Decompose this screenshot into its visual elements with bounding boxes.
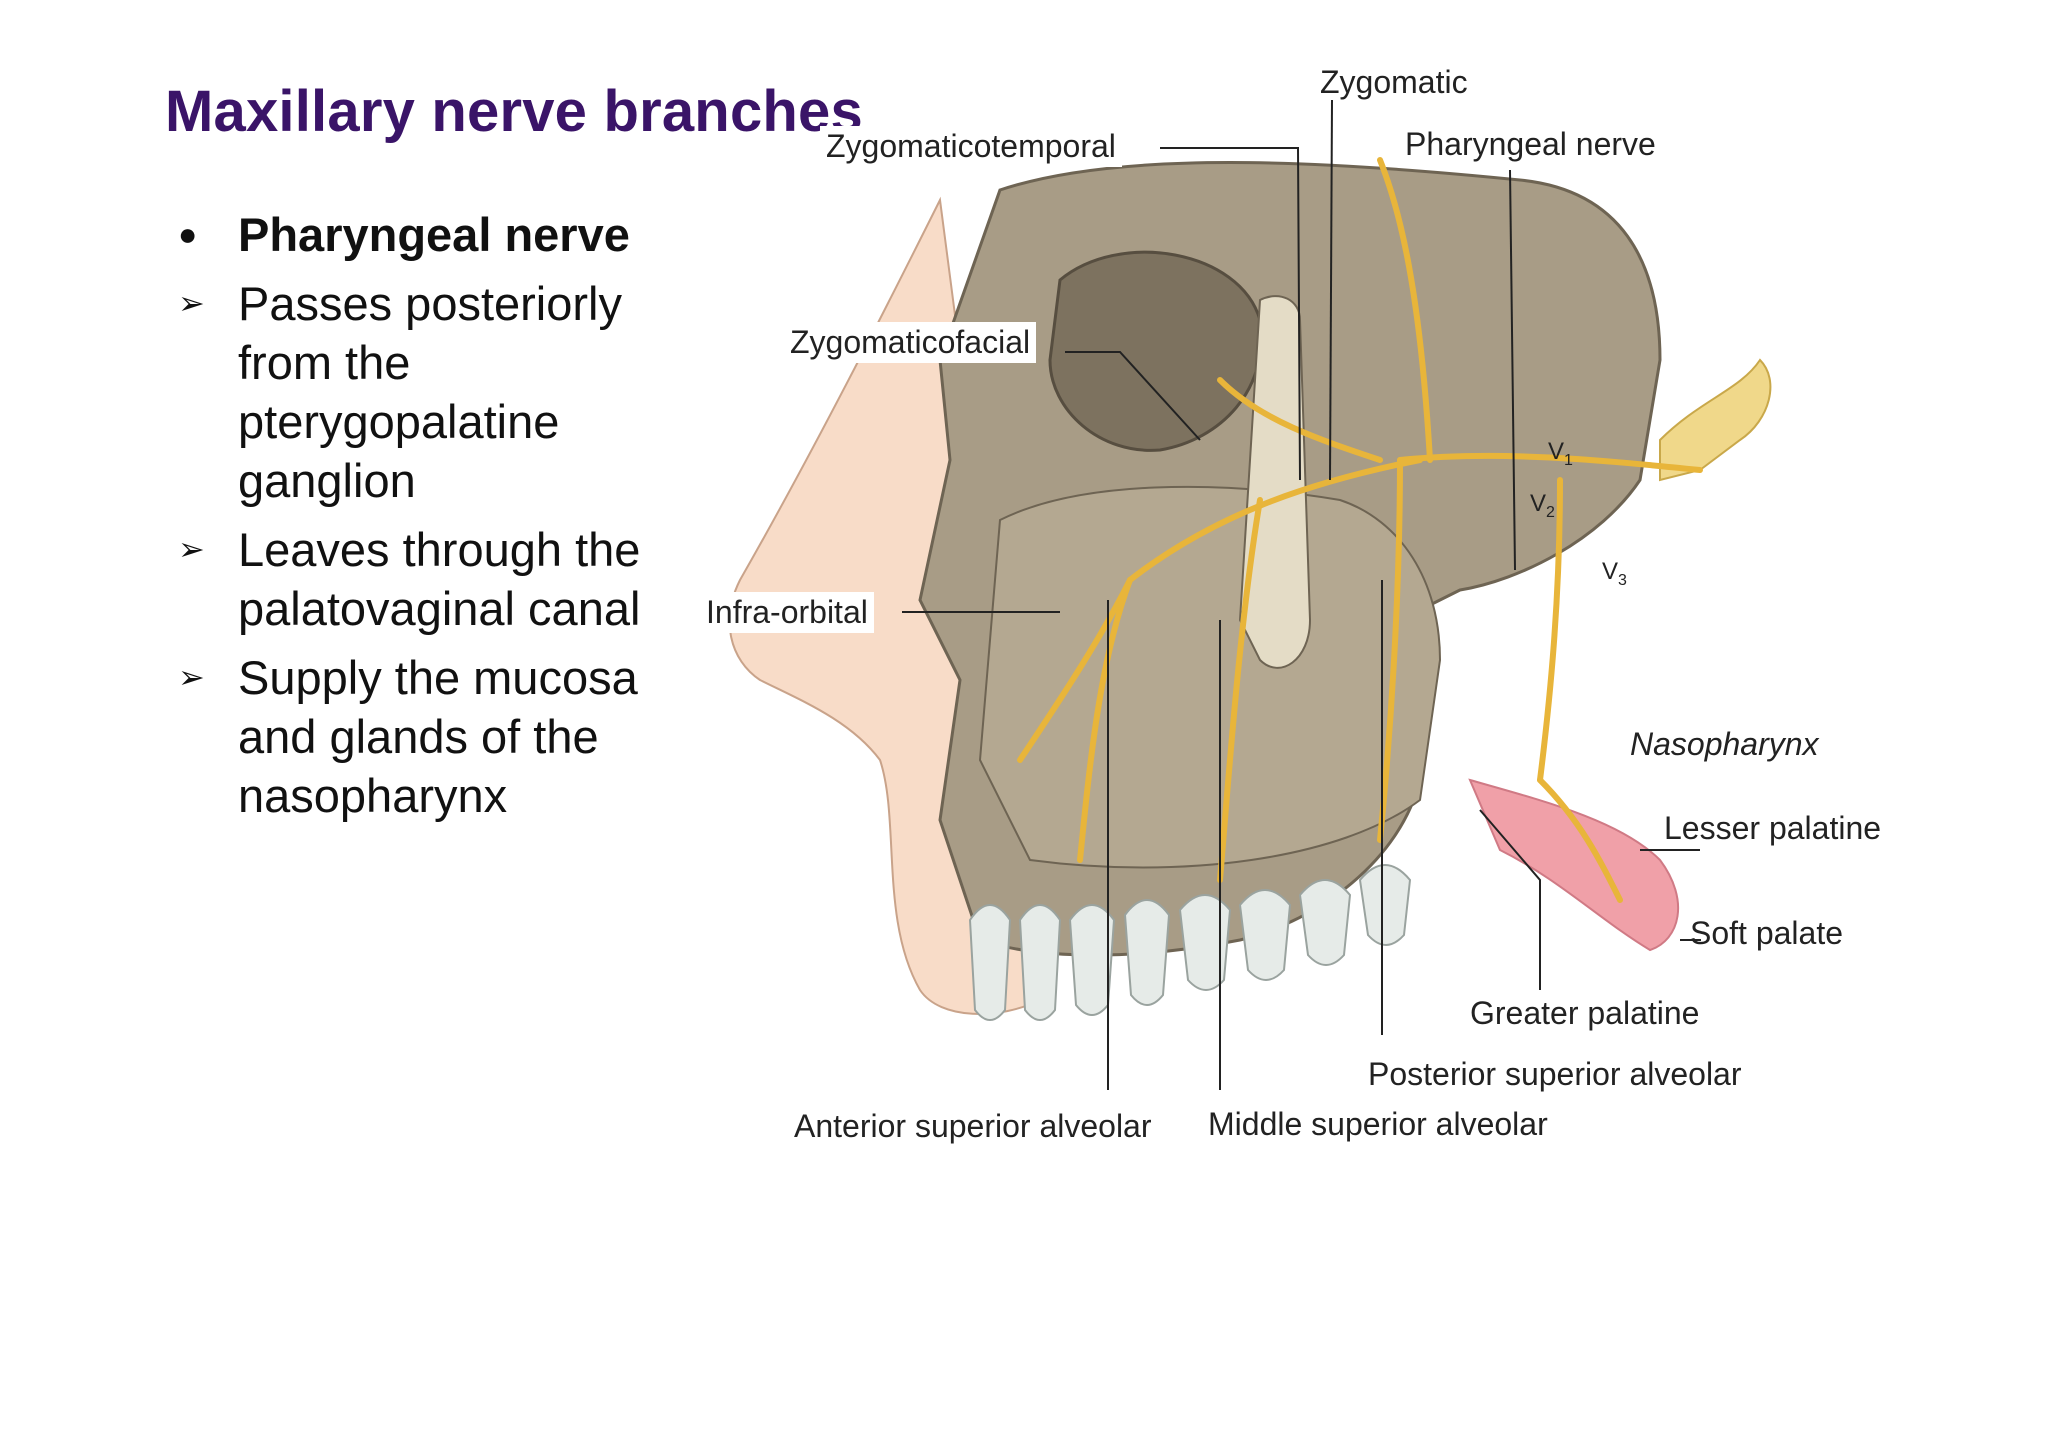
label-anterior-superior-alveolar: Anterior superior alveolar bbox=[794, 1108, 1152, 1144]
bullet-text-line: Supply the mucosa bbox=[238, 651, 638, 704]
bullet-text-line: nasopharynx bbox=[238, 769, 508, 822]
bullet-text-line: from the bbox=[238, 336, 411, 389]
arrow-bullet-icon: ➢ bbox=[178, 659, 205, 695]
bullet-text-line: Passes posteriorly bbox=[238, 277, 622, 330]
bullet-text-line: pterygopalatine bbox=[238, 395, 560, 448]
v3-subscript: 3 bbox=[1618, 571, 1627, 589]
maxillary-nerve-illustration: Zygomatic Zygomaticotemporal Pharyngeal … bbox=[700, 60, 1940, 1160]
v1-subscript: 1 bbox=[1564, 451, 1573, 469]
label-pharyngeal-nerve: Pharyngeal nerve bbox=[1405, 126, 1656, 162]
bullet-item: ● Pharyngeal nerve bbox=[170, 205, 690, 264]
label-zygomaticofacial: Zygomaticofacial bbox=[784, 322, 1037, 363]
label-v1: V1 bbox=[1548, 438, 1573, 470]
label-middle-superior-alveolar: Middle superior alveolar bbox=[1208, 1106, 1548, 1142]
bullet-text-line: Leaves through the bbox=[238, 523, 641, 576]
label-v2: V2 bbox=[1530, 490, 1555, 522]
label-soft-palate: Soft palate bbox=[1690, 915, 1843, 951]
bullet-dot-icon: ● bbox=[178, 216, 198, 252]
bullet-text-line: palatovaginal canal bbox=[238, 582, 641, 635]
nerve-branches bbox=[1017, 157, 1703, 903]
label-greater-palatine: Greater palatine bbox=[1470, 995, 1700, 1031]
label-zygomaticotemporal: Zygomaticotemporal bbox=[820, 126, 1122, 167]
arrow-bullet-icon: ➢ bbox=[178, 531, 205, 567]
bullet-item: ➢ Passes posteriorly from the pterygopal… bbox=[170, 274, 690, 510]
bullet-text-line: and glands of the bbox=[238, 710, 599, 763]
label-zygomatic: Zygomatic bbox=[1320, 64, 1468, 100]
maxilla-shape bbox=[978, 485, 1442, 869]
trigeminal-ganglion-shape bbox=[1659, 358, 1772, 482]
slide-title: Maxillary nerve branches bbox=[165, 79, 863, 144]
label-infra-orbital: Infra-orbital bbox=[700, 592, 874, 633]
v1-letter: V bbox=[1548, 438, 1565, 465]
v2-subscript: 2 bbox=[1546, 503, 1555, 521]
label-lesser-palatine: Lesser palatine bbox=[1664, 810, 1882, 846]
bullet-item: ➢ Supply the mucosa and glands of the na… bbox=[170, 648, 690, 825]
teeth-group bbox=[968, 864, 1412, 1021]
label-posterior-superior-alveolar: Posterior superior alveolar bbox=[1368, 1056, 1742, 1092]
bullet-list: ● Pharyngeal nerve ➢ Passes posteriorly … bbox=[170, 205, 690, 835]
arrow-bullet-icon: ➢ bbox=[178, 285, 205, 321]
v2-letter: V bbox=[1530, 490, 1547, 517]
soft-palate-shape bbox=[1468, 778, 1680, 952]
label-nasopharynx: Nasopharynx bbox=[1630, 726, 1819, 762]
bone-section-shape bbox=[1238, 295, 1312, 669]
skull-illustration bbox=[728, 99, 1772, 1090]
label-v3: V3 bbox=[1602, 558, 1627, 590]
label-leader-lines bbox=[902, 99, 1701, 1090]
bullet-text: Pharyngeal nerve bbox=[238, 208, 630, 261]
bullet-text-line: ganglion bbox=[238, 454, 416, 507]
v3-letter: V bbox=[1602, 558, 1619, 585]
bullet-item: ➢ Leaves through the palatovaginal canal bbox=[170, 520, 690, 638]
